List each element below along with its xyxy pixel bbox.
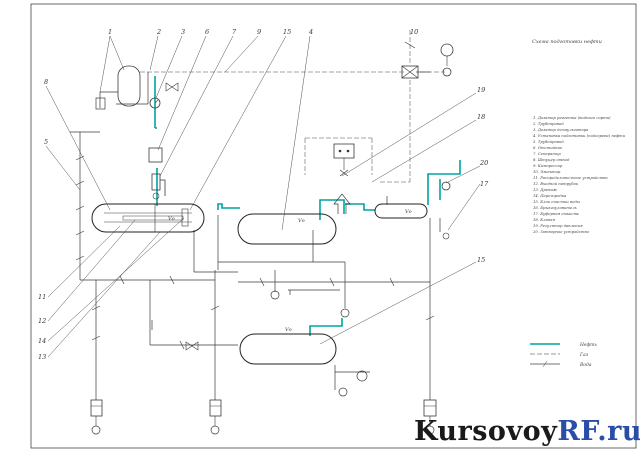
watermark-part1: Kursovoy bbox=[414, 416, 558, 447]
vessel-label-3: Vо bbox=[405, 209, 412, 215]
oil-heating-vessel bbox=[237, 213, 337, 245]
callout-4: 4 bbox=[308, 28, 313, 36]
callout-2: 2 bbox=[156, 28, 161, 36]
distribution-device bbox=[122, 215, 184, 221]
gas-lines bbox=[140, 30, 445, 183]
ejector bbox=[401, 65, 419, 79]
legend-item: 5. Трубопровод bbox=[533, 139, 564, 144]
buffer-tank bbox=[374, 203, 428, 219]
callout-7: 7 bbox=[232, 28, 237, 36]
legend-item: 14. Перегородка bbox=[533, 193, 567, 198]
bottom-valve-icon bbox=[185, 341, 199, 351]
legend-item: 4. Установка подготовки (подогрева) нефт… bbox=[532, 133, 626, 138]
legend-item: 17. Буферная емкость bbox=[533, 211, 579, 216]
legend-item: 7. Сепаратор bbox=[533, 151, 561, 156]
legend-item: 8. Штуцер отвод bbox=[533, 157, 570, 162]
callout-12: 12 bbox=[38, 317, 46, 325]
callout-14: 14 bbox=[38, 337, 46, 345]
water-treatment-vessel bbox=[239, 333, 337, 365]
legend-item: 9. Компрессор bbox=[533, 163, 563, 168]
pump-3 bbox=[338, 387, 348, 397]
line-break-marks bbox=[75, 155, 435, 350]
seal-device bbox=[441, 181, 451, 191]
legend-item: 13. Дренаж bbox=[533, 187, 558, 192]
legend-item: 16. Брызгоуловитель bbox=[533, 205, 577, 210]
legend-item: 20. Затворное устройство bbox=[532, 229, 590, 234]
pressure-gauge bbox=[149, 97, 161, 109]
water-legend-label: Вода bbox=[579, 362, 592, 368]
droplet-catcher-icon bbox=[333, 193, 351, 214]
legend-item: 3. Дозатор деэмульгатора bbox=[533, 127, 589, 132]
callout-9: 9 bbox=[257, 28, 261, 36]
legend-item: 15. Блок очистки воды bbox=[533, 199, 580, 204]
compressor-motor bbox=[442, 67, 452, 77]
legend-item: 2. Трубопровод bbox=[532, 121, 564, 126]
drawing-frame bbox=[30, 3, 637, 449]
feed-valve bbox=[152, 192, 160, 200]
vessel-label-1: Vо bbox=[168, 216, 175, 222]
demulsifier-dosing-block bbox=[148, 147, 163, 163]
callout-11: 11 bbox=[38, 293, 46, 301]
callout-6: 6 bbox=[205, 28, 209, 36]
pressure-regulator bbox=[333, 143, 355, 159]
drain-valve bbox=[442, 232, 450, 240]
ejector-gauge bbox=[440, 43, 454, 57]
callout-5: 5 bbox=[44, 138, 48, 146]
callout-19: 19 bbox=[477, 86, 485, 94]
valve-icon bbox=[165, 82, 179, 92]
legend-item: 1. Дозатор реагента (водного сорта) bbox=[533, 115, 611, 120]
gas-legend-label: Газ bbox=[579, 352, 589, 358]
regulator-valve bbox=[339, 169, 349, 177]
baffle bbox=[181, 208, 189, 227]
callout-10: 10 bbox=[410, 28, 418, 36]
equipment-legend-list: 1. Дозатор реагента (водного сорта) 2. Т… bbox=[532, 115, 626, 234]
gooseneck-pipe bbox=[160, 179, 166, 196]
pump-1 bbox=[270, 290, 280, 300]
callout-17: 17 bbox=[480, 180, 489, 188]
callout-3: 3 bbox=[181, 28, 185, 36]
callout-1: 1 bbox=[108, 28, 112, 36]
reagent-dosing-tank bbox=[117, 65, 141, 107]
flow-meter-1 bbox=[90, 399, 103, 417]
pump-2 bbox=[340, 308, 350, 318]
callout-15-top: 15 bbox=[283, 28, 291, 36]
callout-20: 20 bbox=[479, 159, 488, 167]
dosing-pump-body bbox=[151, 173, 161, 191]
vessel-label-4: Vо bbox=[285, 327, 292, 333]
legend-item: 12. Входной патрубок bbox=[533, 181, 579, 186]
watermark-part2: RF.ru bbox=[557, 416, 640, 447]
settling-vessel bbox=[91, 203, 205, 233]
oil-lines bbox=[154, 76, 461, 336]
line-type-legend: Нефть Газ Вода bbox=[530, 341, 597, 368]
outlet-2 bbox=[210, 425, 220, 435]
oil-legend-label: Нефть bbox=[579, 341, 597, 348]
legend-item: 11. Распределительное устройство bbox=[533, 175, 608, 180]
legend-item: 18. Клапан bbox=[533, 217, 556, 222]
dosing-pump-small bbox=[95, 97, 106, 110]
leader-lines bbox=[45, 35, 481, 358]
flow-meter-2 bbox=[209, 399, 222, 417]
legend-item: 6. Отстойник bbox=[533, 145, 563, 150]
legend-item: 10. Эжектор bbox=[533, 169, 561, 174]
water-lines bbox=[70, 71, 441, 400]
callout-8: 8 bbox=[44, 78, 48, 86]
legend-item: 19. Регулятор давления bbox=[533, 223, 583, 228]
site-watermark: KursovoyRF.ru bbox=[414, 412, 640, 452]
pump-motor-4 bbox=[356, 370, 368, 382]
vessel-label-2: Vо bbox=[298, 218, 305, 224]
callout-18: 18 bbox=[477, 113, 485, 121]
callout-15-bottom: 15 bbox=[477, 256, 485, 264]
diagram-title: Схема подготовки нефти bbox=[532, 38, 602, 45]
callout-13: 13 bbox=[38, 353, 46, 361]
outlet-1 bbox=[91, 425, 101, 435]
